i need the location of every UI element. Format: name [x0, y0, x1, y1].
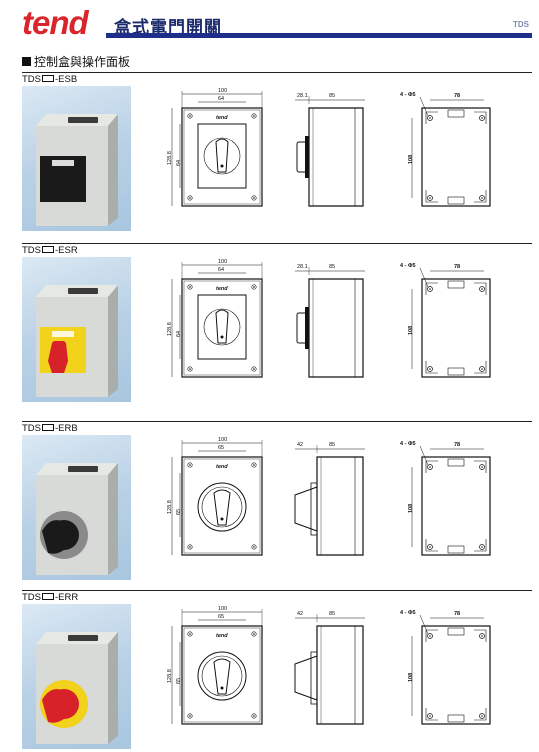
- side-view: 42 85: [285, 604, 375, 752]
- svg-text:85: 85: [329, 611, 335, 617]
- brand-logo: tend: [22, 4, 89, 41]
- dim-inner-width: 64: [218, 96, 224, 102]
- side-view: 28.1 85: [285, 257, 375, 407]
- page-header: tend 盒式電門開關 TDS: [0, 0, 539, 42]
- square-bullet-icon: [22, 57, 31, 66]
- side-view-drawing: 28.1 85: [295, 264, 365, 378]
- svg-text:64: 64: [176, 160, 182, 166]
- svg-text:108: 108: [408, 673, 414, 682]
- blank-box-icon: [42, 246, 54, 253]
- svg-text:85: 85: [329, 442, 335, 448]
- model-suffix: -ERR: [55, 592, 79, 603]
- svg-text:4 - Φ5: 4 - Φ5: [400, 92, 416, 98]
- svg-text:tend: tend: [216, 633, 228, 639]
- back-view-drawing: 4 - Φ5 78 108: [400, 92, 491, 207]
- section-title: 控制盒與操作面板: [22, 53, 130, 70]
- back-view: 4 - Φ5 78 108: [398, 86, 493, 236]
- svg-text:108: 108: [408, 155, 414, 164]
- dim-inner-width: 65: [218, 445, 224, 451]
- dim-inner-width: 64: [218, 267, 224, 273]
- row-divider: [22, 421, 532, 422]
- blank-box-icon: [42, 593, 54, 600]
- back-view: 4 - Φ5 78 108: [398, 257, 493, 407]
- row-divider: [22, 243, 532, 244]
- svg-text:78: 78: [454, 442, 460, 448]
- dim-width: 100: [218, 606, 227, 612]
- dim-width: 100: [218, 259, 227, 265]
- dim-width: 100: [218, 88, 227, 94]
- back-view-drawing: 4 - Φ5 78 108: [400, 263, 491, 378]
- svg-text:tend: tend: [216, 464, 228, 470]
- model-suffix: -ESR: [55, 245, 78, 256]
- model-code: TDS -ERR: [22, 592, 78, 603]
- svg-text:42: 42: [297, 611, 303, 617]
- back-view-drawing: 4 - Φ5 78 108: [400, 610, 491, 725]
- svg-text:65: 65: [176, 509, 182, 515]
- svg-text:65: 65: [176, 678, 182, 684]
- model-code: TDS -ESR: [22, 245, 78, 256]
- side-view-drawing: 42 85: [294, 611, 365, 725]
- side-view-drawing: 28.1 85: [295, 93, 365, 207]
- svg-text:4 - Φ5: 4 - Φ5: [400, 610, 416, 616]
- back-view: 4 - Φ5 78 108: [398, 604, 493, 752]
- product-photo: [22, 86, 131, 231]
- model-code: TDS -ESB: [22, 74, 77, 85]
- product-photo: [22, 604, 131, 749]
- product-photo: [22, 435, 131, 580]
- model-prefix: TDS: [22, 74, 41, 85]
- svg-text:42: 42: [297, 442, 303, 448]
- model-prefix: TDS: [22, 423, 41, 434]
- model-code: TDS -ERB: [22, 423, 78, 434]
- back-view-drawing: 4 - Φ5 78 108: [400, 441, 491, 556]
- dim-inner-width: 65: [218, 614, 224, 620]
- side-view: 28.1 85: [285, 86, 375, 236]
- section-title-text: 控制盒與操作面板: [34, 55, 131, 69]
- model-suffix: -ESB: [55, 74, 78, 85]
- brand-tag: TDS: [513, 20, 529, 29]
- blank-box-icon: [42, 75, 54, 82]
- svg-text:78: 78: [454, 93, 460, 99]
- svg-text:108: 108: [408, 326, 414, 335]
- model-prefix: TDS: [22, 592, 41, 603]
- blank-box-icon: [42, 424, 54, 431]
- header-rule: [106, 33, 532, 38]
- svg-text:128.8: 128.8: [167, 500, 173, 514]
- side-view-drawing: 42 85: [294, 442, 365, 556]
- side-view: 42 85: [285, 435, 375, 585]
- back-view: 4 - Φ5 78 108: [398, 435, 493, 585]
- model-prefix: TDS: [22, 245, 41, 256]
- svg-text:128.8: 128.8: [167, 322, 173, 336]
- svg-text:85: 85: [329, 93, 335, 99]
- svg-text:85: 85: [329, 264, 335, 270]
- svg-text:78: 78: [454, 611, 460, 617]
- product-photo: [22, 257, 131, 402]
- svg-text:tend: tend: [216, 286, 228, 292]
- svg-text:4 - Φ5: 4 - Φ5: [400, 263, 416, 269]
- model-suffix: -ERB: [55, 423, 78, 434]
- svg-text:64: 64: [176, 331, 182, 337]
- svg-text:28.1: 28.1: [297, 264, 308, 270]
- svg-text:78: 78: [454, 264, 460, 270]
- svg-text:128.8: 128.8: [167, 669, 173, 683]
- dim-width: 100: [218, 437, 227, 443]
- svg-text:108: 108: [408, 504, 414, 513]
- row-divider: [22, 590, 532, 591]
- svg-text:128.8: 128.8: [167, 151, 173, 165]
- row-divider: [22, 72, 532, 73]
- svg-text:tend: tend: [216, 115, 228, 121]
- svg-text:4 - Φ5: 4 - Φ5: [400, 441, 416, 447]
- svg-text:28.1: 28.1: [297, 93, 308, 99]
